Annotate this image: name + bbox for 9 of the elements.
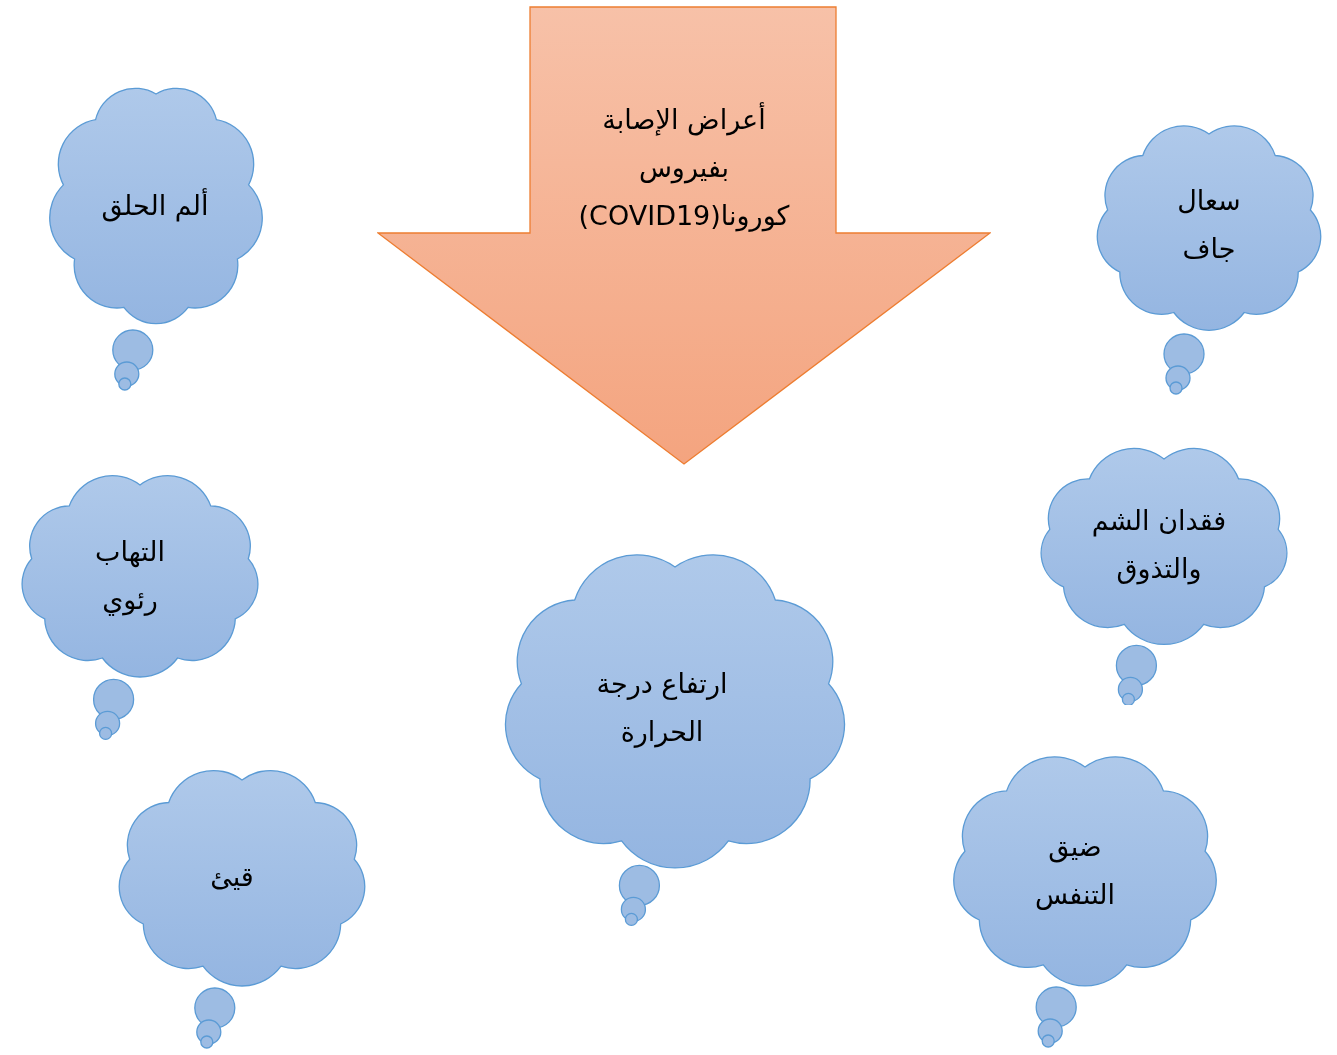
symptom-label: قيئ: [209, 860, 255, 894]
symptom-label: ألم الحلق: [100, 187, 210, 224]
heading-text: أعراض الإصابة بفيروس كورونا(COVID19): [577, 101, 791, 234]
symptom-label: التهاب رئوي: [94, 535, 166, 618]
down-arrow-shape: [377, 6, 991, 465]
symptom-label: سعال جاف: [1176, 184, 1242, 266]
symptom-label: فقدان الشم والتذوق: [1090, 504, 1228, 587]
symptom-label: ارتفاع درجة الحرارة: [595, 667, 729, 750]
symptom-label: ضيق التنفس: [1033, 830, 1117, 912]
